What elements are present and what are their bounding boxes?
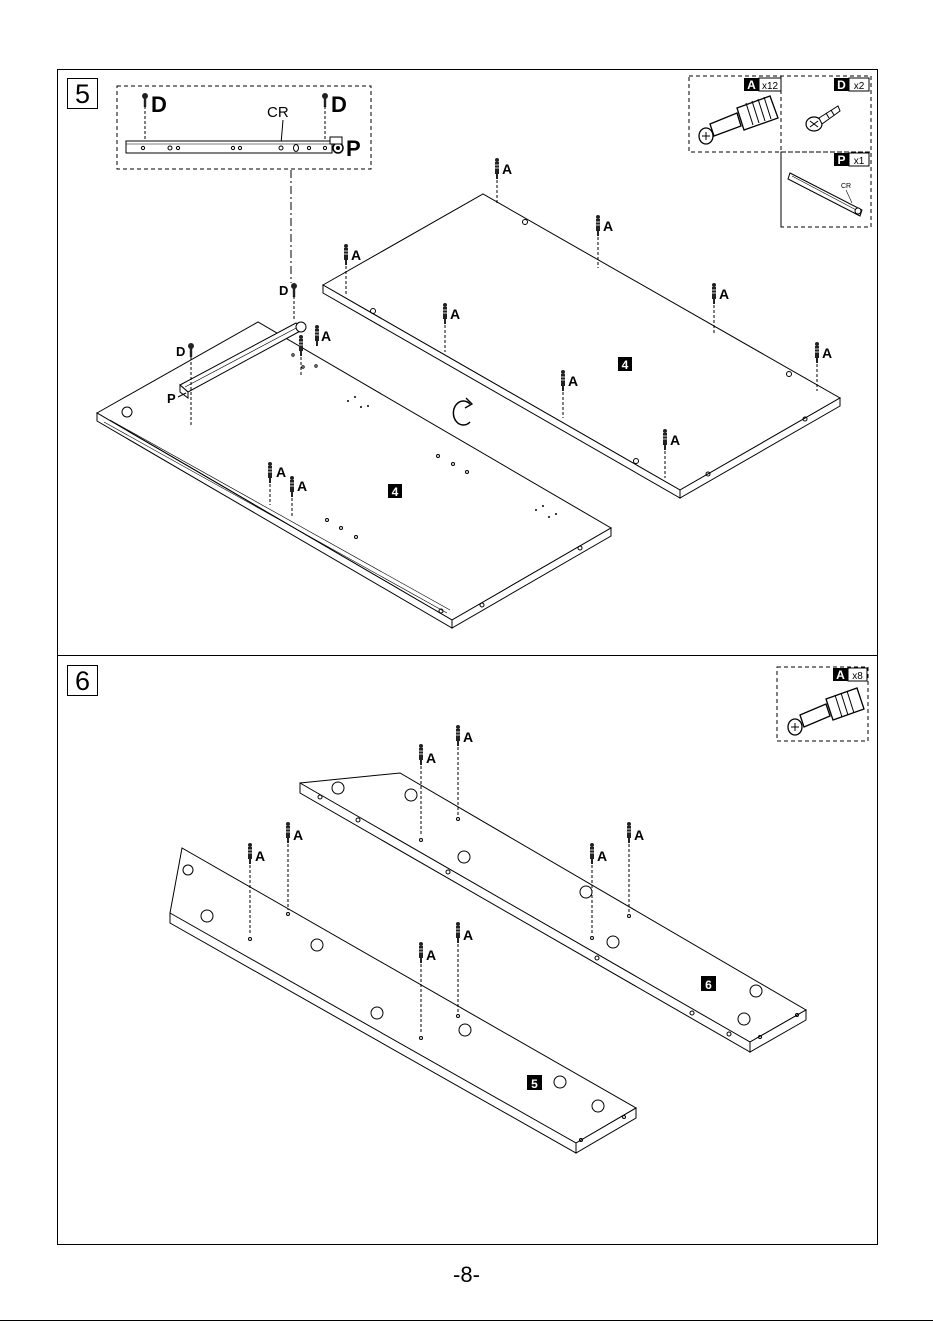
dowel-label: A: [450, 306, 460, 322]
page-number: -8-: [0, 1262, 933, 1288]
dowel-label: A: [293, 827, 303, 843]
dowel-label: A: [634, 827, 644, 843]
dowel-label: A: [502, 161, 512, 177]
drawer-rail: [126, 141, 332, 153]
dowel-label: A: [321, 328, 331, 344]
part-p-sub-label: CR: [841, 183, 851, 190]
wood-screw-icon: [806, 106, 840, 131]
dowel-label: A: [603, 218, 613, 234]
dowel-label: A: [719, 286, 729, 302]
footer-rule: [0, 1320, 933, 1321]
screw-label: D: [279, 283, 288, 298]
dowel-label: A: [670, 432, 680, 448]
dowel-label: A: [255, 848, 265, 864]
detail-cr-label: CR: [267, 104, 289, 121]
dowel-label: A: [822, 345, 832, 361]
dowel-label: A: [426, 750, 436, 766]
panel-label-right: 4: [622, 358, 629, 372]
rail-icon: [788, 173, 862, 216]
dowel-label: A: [463, 729, 473, 745]
part-a-qty: x12: [762, 81, 779, 92]
part-p-code: P: [837, 153, 845, 167]
cam-dowel-icon: [788, 688, 864, 735]
dowel-label: A: [276, 464, 286, 480]
dowel-label: A: [351, 247, 361, 263]
panel-label-6: 6: [705, 978, 712, 992]
part-d-qty: x2: [854, 81, 865, 92]
rotate-arrow-icon: [453, 401, 470, 425]
screw-icon: [142, 93, 148, 107]
part-p-qty: x1: [854, 156, 865, 167]
cam-dowel-icon: [699, 96, 778, 144]
dowel-label: A: [597, 848, 607, 864]
panel-label-left: 4: [392, 485, 399, 499]
part-a-code: A: [747, 78, 756, 92]
screw-icon: [291, 283, 297, 297]
dowel-label: A: [463, 927, 473, 943]
dowel-label: A: [297, 478, 307, 494]
rail-label: P: [167, 391, 176, 406]
part-a-qty-step6: x8: [852, 671, 863, 682]
part-a-code-step6: A: [836, 668, 845, 682]
detail-rail-label: P: [346, 136, 361, 161]
dowel-label: A: [568, 373, 578, 389]
detail-screw-label-right: D: [331, 92, 347, 117]
dowel-label: A: [426, 947, 436, 963]
screw-icon: [188, 343, 194, 357]
screw-label: D: [176, 344, 185, 359]
detail-screw-label-left: D: [151, 92, 167, 117]
part-d-code: D: [837, 78, 846, 92]
screw-icon: [322, 93, 328, 107]
panel-label-5: 5: [531, 1077, 538, 1091]
